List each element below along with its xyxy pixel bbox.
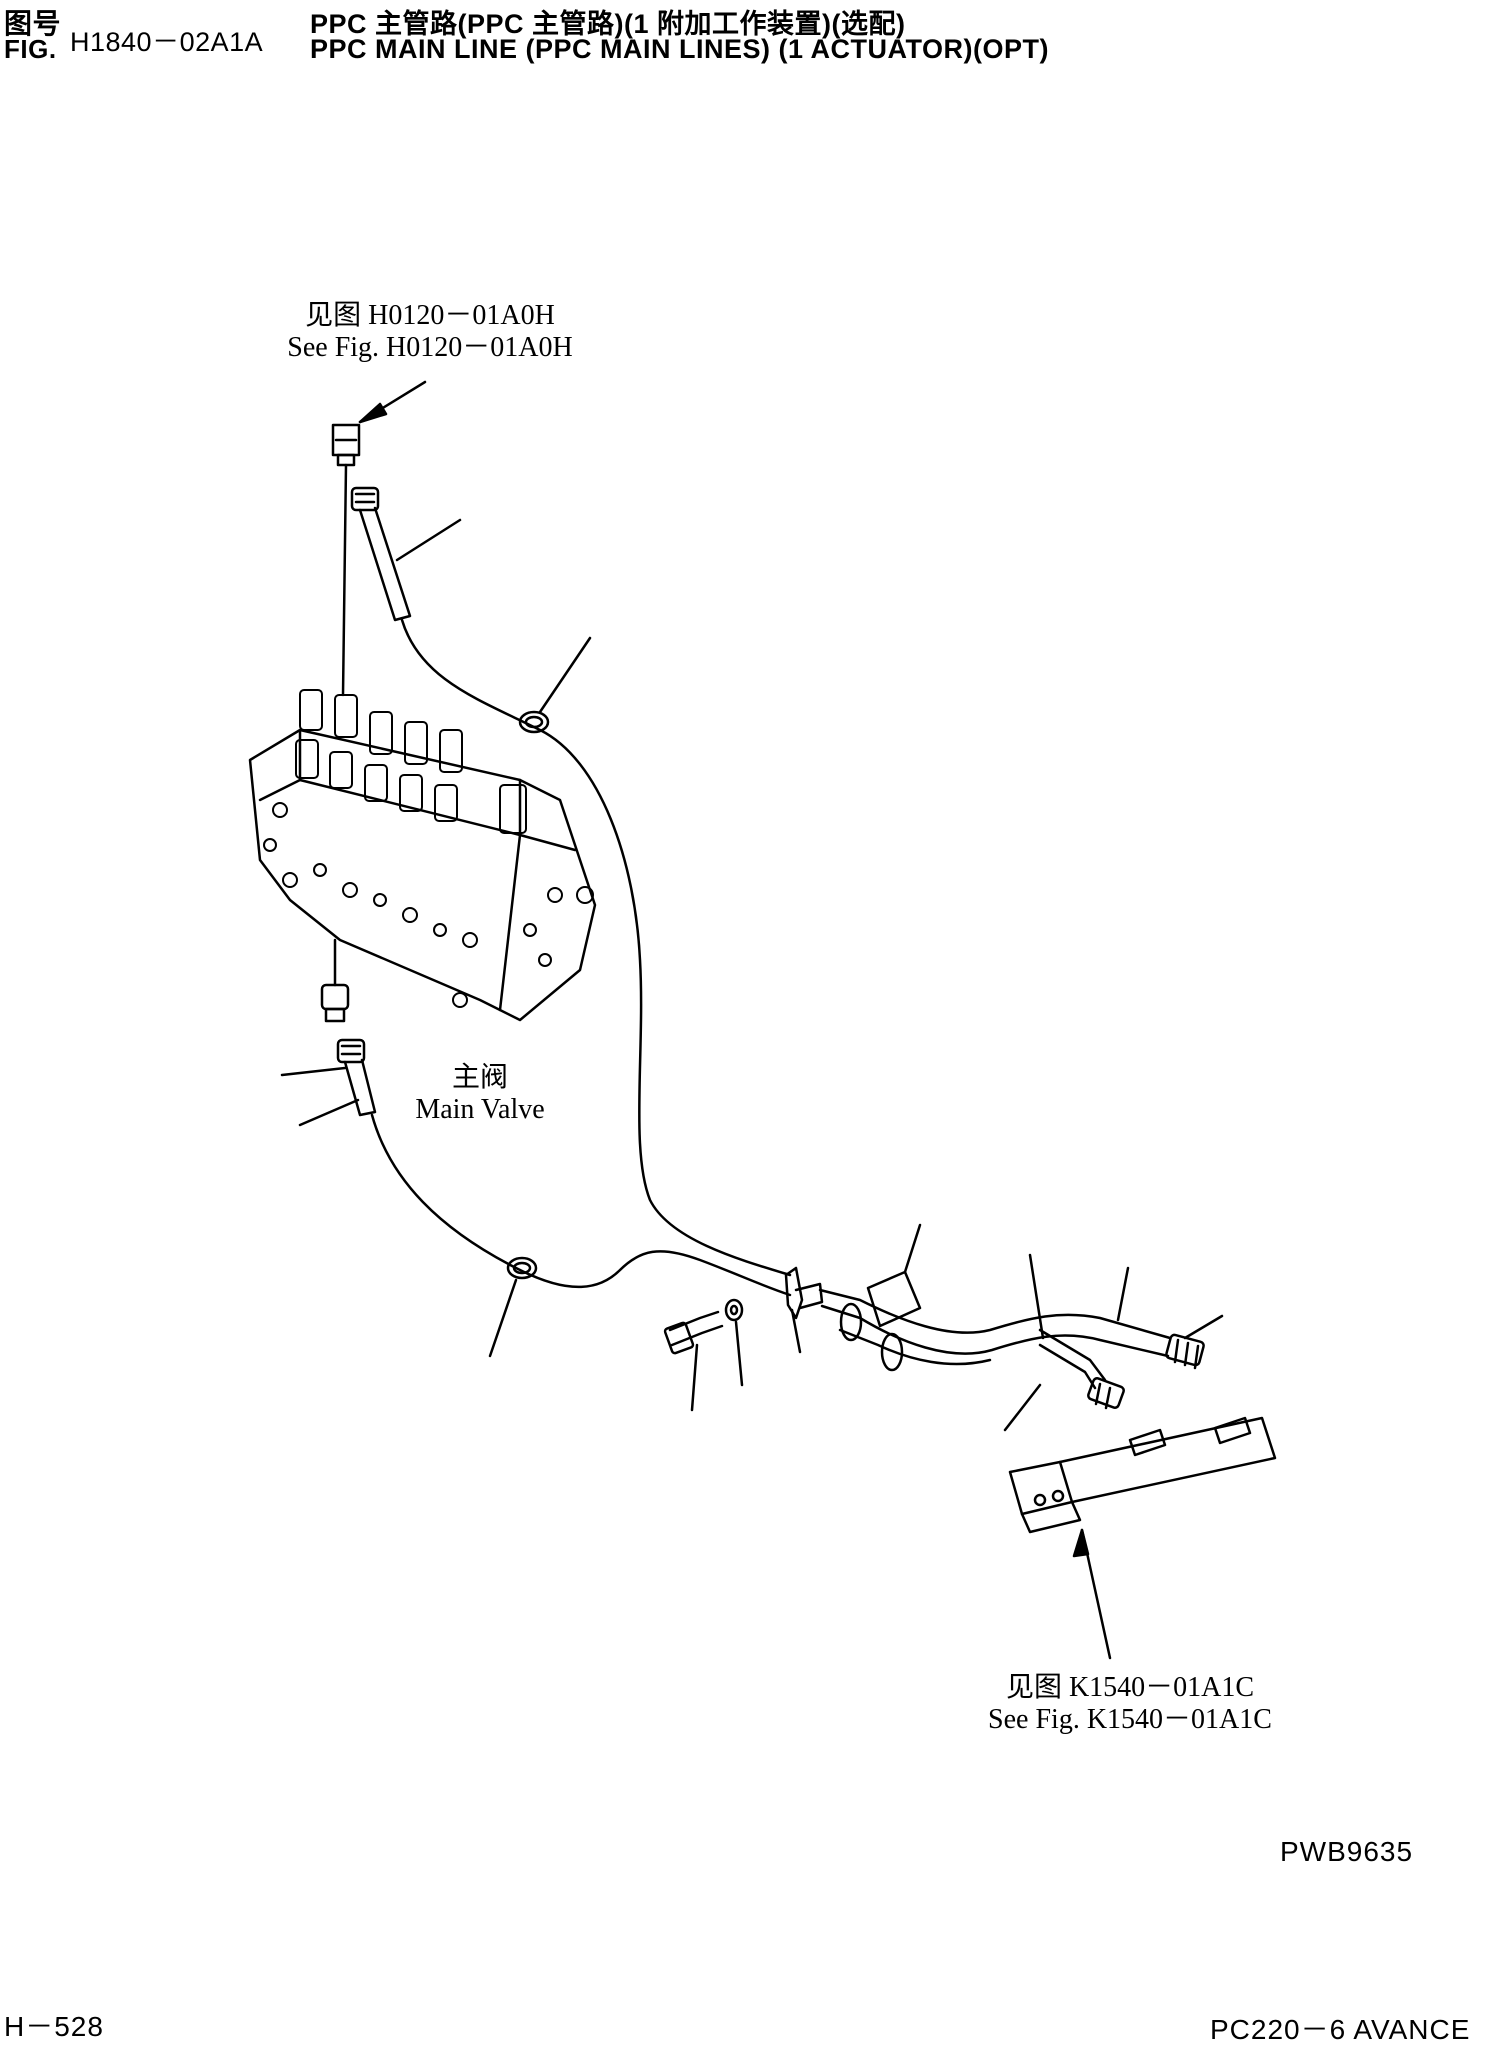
reference-bottom-cn: 见图 K1540－01A1C [1005, 1672, 1255, 1703]
bolt-leader [690, 1343, 699, 1412]
hose-bundle-leader-c [1003, 1383, 1042, 1432]
main-valve-label-en: Main Valve [415, 1094, 545, 1125]
reference-top-en: See Fig. H0120－01A0H [287, 332, 573, 363]
washer [724, 1298, 744, 1322]
top-hose-leader [395, 518, 462, 562]
hose-tag [866, 1270, 922, 1328]
lower-clamp [506, 1256, 538, 1280]
top-reference-arrow [358, 380, 427, 424]
hose-tag-leader [903, 1223, 922, 1274]
figure-label-en: FIG. [4, 34, 57, 64]
downstream-block [1008, 1416, 1277, 1534]
main-valve-label: 主阀 Main Valve [380, 1062, 580, 1126]
figure-label-cn: 图号 [4, 8, 62, 39]
model-name: PC220－6 AVANCE [1210, 2014, 1471, 2045]
lower-clamp-leader [488, 1278, 518, 1358]
main-hose-line [400, 618, 792, 1277]
bracket [784, 1266, 824, 1320]
hose-end-right-leader [1183, 1314, 1224, 1340]
lower-hose-leader-b [298, 1098, 360, 1127]
figure-number: H1840－02A1A [70, 27, 264, 57]
top-hose [350, 486, 412, 622]
upper-clamp [518, 710, 550, 734]
bottom-reference-arrow [1072, 1528, 1112, 1660]
hose-bundle-leader-a [1028, 1253, 1045, 1340]
mounting-bolt [663, 1310, 724, 1355]
hose-bundle-leader-b [1116, 1266, 1130, 1322]
reference-top: 见图 H0120－01A0H See Fig. H0120－01A0H [240, 300, 620, 364]
hose-end-fitting-right [1165, 1333, 1205, 1370]
title-chinese: PPC 主管路(PPC 主管路)(1 附加工作装置)(选配) [310, 9, 906, 39]
reference-bottom: 见图 K1540－01A1C See Fig. K1540－01A1C [920, 1672, 1340, 1736]
lower-valve-fitting [320, 938, 350, 1023]
bracket-leader [790, 1308, 802, 1354]
lower-hose [336, 1038, 377, 1117]
lower-hose-line [370, 1113, 792, 1297]
upper-clamp-leader [538, 636, 592, 714]
drawing-code: PWB9635 [1280, 1836, 1414, 1867]
top-adapter-fitting [331, 423, 361, 467]
title-english: PPC MAIN LINE (PPC MAIN LINES) (1 ACTUAT… [310, 34, 1049, 64]
washer-leader [734, 1320, 744, 1387]
top-connection-line [341, 463, 348, 697]
lower-hose-leader-a [280, 1066, 347, 1077]
hose-end-fitting-center [1087, 1377, 1125, 1410]
main-valve-body [248, 689, 597, 1022]
reference-bottom-en: See Fig. K1540－01A1C [988, 1704, 1272, 1735]
page-number: H－528 [4, 2011, 104, 2042]
hose-bundle [818, 1288, 1172, 1390]
reference-top-cn: 见图 H0120－01A0H [305, 300, 555, 331]
main-valve-label-cn: 主阀 [451, 1062, 508, 1093]
